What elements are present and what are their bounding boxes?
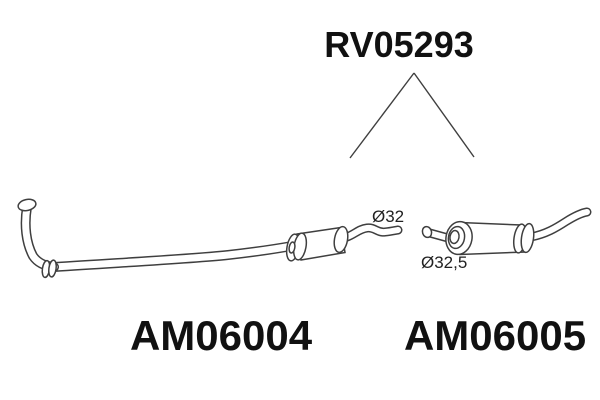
callout-pointer-line-right (413, 72, 475, 158)
silencer-tail-pipe-fill (528, 209, 590, 240)
silencer-rear-ring-2 (520, 222, 535, 254)
silencer-front-cap-inner-ring (449, 229, 460, 245)
part-number-am06004: AM06004 (130, 312, 313, 359)
callout: RV05293 (324, 24, 475, 159)
front-pipe-run-fill (50, 242, 296, 271)
resonator-right-ring (333, 225, 349, 254)
callout-pointer-line-left (349, 72, 415, 159)
inlet-open-end (17, 198, 37, 212)
elbow-clamp-ring-2 (47, 259, 58, 278)
part-drawing-am06005 (421, 207, 592, 256)
resonator-inlet-stub (288, 241, 296, 254)
dimension-label-am06004: Ø32 (372, 207, 404, 226)
part-number-am06005: AM06005 (404, 312, 586, 359)
resonator-outlet-pipe-fill (344, 224, 401, 240)
part-drawing-am06004 (17, 198, 403, 279)
dimension-label-am06005: Ø32,5 (421, 253, 467, 272)
silencer-inlet-open-end (421, 225, 433, 239)
reference-number: RV05293 (324, 24, 473, 65)
